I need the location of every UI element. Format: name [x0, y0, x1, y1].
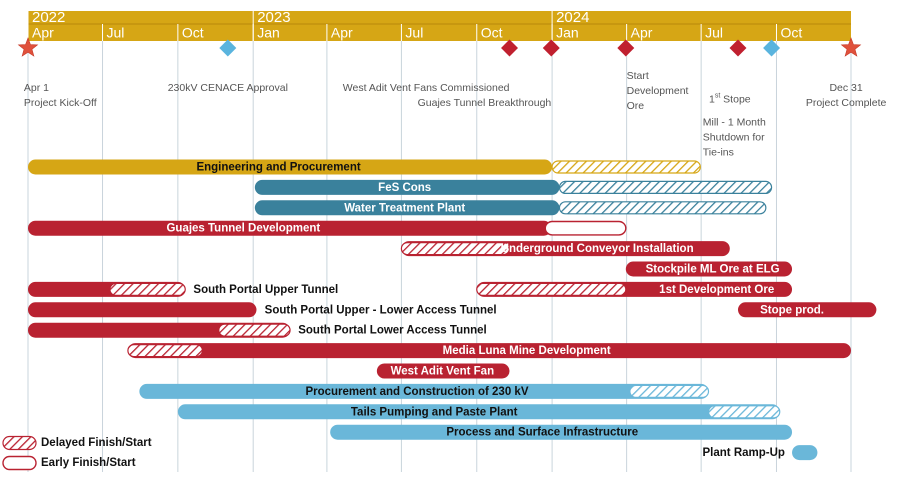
task-label: Media Luna Mine Development — [443, 345, 611, 357]
guajes-breakthrough-diamond-icon — [542, 39, 560, 57]
legend-label: Delayed Finish/Start — [41, 437, 152, 449]
legend-hatched-swatch — [2, 435, 37, 451]
gridlines — [27, 41, 852, 472]
complete-star-icon — [840, 37, 862, 57]
task-delayed-segment — [558, 180, 773, 194]
task-label: Stope prod. — [760, 304, 824, 316]
task-delayed-segment — [476, 282, 627, 296]
dev-ore-label: Ore — [627, 100, 645, 112]
legend-outline-swatch — [2, 455, 37, 471]
task-bar — [139, 383, 709, 399]
task-bar — [737, 302, 877, 318]
task-bar — [177, 404, 780, 420]
task-label: Stockpile ML Ore at ELG — [646, 264, 780, 276]
task-label: FeS Cons — [378, 182, 431, 194]
task-bar — [254, 200, 560, 216]
task-label: South Portal Lower Access Tunnel — [298, 325, 487, 337]
task-label: Water Treatment Plant — [344, 202, 465, 214]
task-bar — [792, 445, 818, 461]
task-delayed-segment — [551, 160, 701, 174]
task-delayed-segment — [218, 323, 291, 337]
mill-shutdown-label: Shutdown for — [703, 131, 765, 143]
complete-label: Project Complete — [806, 97, 887, 109]
task-delayed-segment — [707, 405, 781, 419]
month-label: Jul — [107, 25, 125, 41]
task-label: South Portal Upper Tunnel — [193, 284, 338, 296]
cenace-diamond-icon — [219, 39, 237, 57]
west-adit-fans-label: West Adit Vent Fans Commissioned — [343, 82, 510, 94]
dev-ore-label: Development — [627, 85, 689, 97]
task-label: Tails Pumping and Paste Plant — [351, 406, 518, 418]
month-label: Apr — [631, 25, 653, 41]
year-label: 2022 — [32, 9, 65, 26]
task-bar — [625, 261, 793, 277]
task-label: 1st Development Ore — [659, 284, 774, 296]
task-label: Engineering and Procurement — [196, 162, 360, 174]
task-label: Plant Ramp-Up — [703, 447, 785, 459]
year-label: 2024 — [556, 9, 589, 26]
kickoff-star-icon — [17, 37, 39, 57]
mill-shutdown-label: Tie-ins — [703, 146, 734, 158]
cenace-label: 230kV CENACE Approval — [168, 82, 288, 94]
task-label: Process and Surface Infrastructure — [446, 427, 638, 439]
month-label: Oct — [182, 25, 204, 41]
task-early-segment — [544, 220, 627, 236]
kickoff-label: Project Kick-Off — [24, 97, 97, 109]
first-stope-label: 1st Stope — [709, 92, 751, 105]
task-label: Guajes Tunnel Development — [166, 223, 320, 235]
task-delayed-segment — [127, 344, 204, 358]
month-label: Jan — [556, 25, 579, 41]
dev-ore-diamond-icon — [617, 39, 635, 57]
year-label: 2023 — [257, 9, 290, 26]
task-delayed-segment — [558, 201, 767, 215]
task-label: West Adit Vent Fan — [391, 366, 495, 378]
task-label: Underground Conveyor Installation — [501, 243, 694, 255]
task-bar — [127, 343, 851, 359]
task-delayed-segment — [629, 384, 710, 398]
month-label: Jul — [705, 25, 723, 41]
dev-ore-label: Start — [627, 70, 649, 82]
month-label: Oct — [780, 25, 802, 41]
task-delayed-segment — [109, 282, 186, 296]
month-label: Oct — [481, 25, 503, 41]
task-bar — [28, 220, 552, 236]
task-bar — [254, 179, 560, 195]
task-bar — [28, 159, 553, 175]
task-bar — [28, 302, 257, 318]
month-label: Jul — [405, 25, 423, 41]
task-label: South Portal Upper - Lower Access Tunnel — [265, 304, 497, 316]
task-delayed-segment — [400, 242, 511, 256]
timeline-band — [28, 11, 851, 41]
west-adit-fans-diamond-icon — [501, 39, 519, 57]
task-bar — [376, 363, 510, 379]
month-label: Apr — [331, 25, 353, 41]
milestones: Apr 1 Project Kick-Off 230kV CENACE Approv… — [17, 37, 887, 158]
task-bar — [330, 424, 793, 440]
guajes-breakthrough-label: Guajes Tunnel Breakthrough — [418, 97, 552, 109]
kickoff-label: Apr 1 — [24, 82, 49, 94]
mill-shutdown-label: Mill - 1 Month — [703, 116, 766, 128]
month-label: Jan — [257, 25, 280, 41]
first-stope-diamond-icon — [729, 39, 747, 57]
mill-shutdown-diamond-icon — [763, 39, 781, 57]
task-label: Procurement and Construction of 230 kV — [305, 386, 528, 398]
month-label: Apr — [32, 25, 54, 41]
complete-label: Dec 31 — [829, 82, 862, 94]
legend-label: Early Finish/Start — [41, 457, 136, 469]
